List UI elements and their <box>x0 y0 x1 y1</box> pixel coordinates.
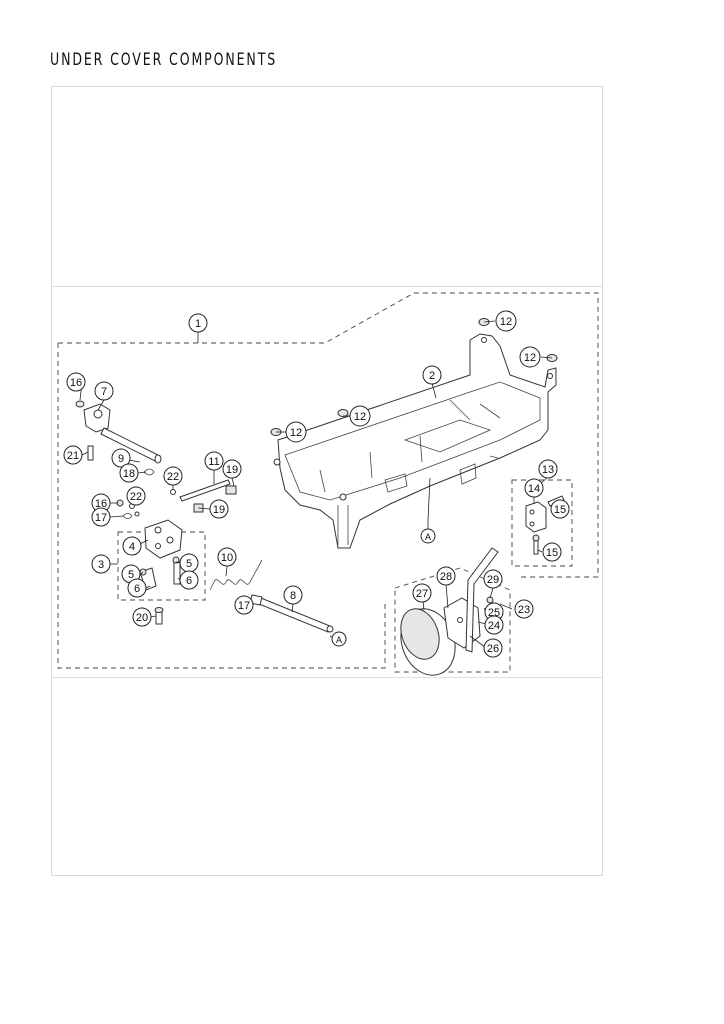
callout-8: 8 <box>283 585 303 605</box>
svg-text:29: 29 <box>487 574 499 586</box>
callout-26: 26 <box>483 638 503 658</box>
callout-13: 13 <box>538 459 558 479</box>
svg-text:14: 14 <box>528 483 540 495</box>
knee-lifter-rod-28 <box>465 547 499 653</box>
svg-text:10: 10 <box>221 552 233 564</box>
svg-text:A: A <box>336 635 342 645</box>
callout-6b: 6 <box>179 570 199 590</box>
callout-9: 9 <box>111 448 131 468</box>
callout-2: 2 <box>422 365 442 385</box>
callout-15b: 15 <box>542 542 562 562</box>
callout-21: 21 <box>63 445 83 465</box>
callout-23: 23 <box>514 599 534 619</box>
callout-10: 10 <box>217 547 237 567</box>
callout-12d: 12 <box>285 421 307 443</box>
callout-19b: 19 <box>209 499 229 519</box>
callout-5b: 5 <box>179 553 199 573</box>
svg-text:26: 26 <box>487 643 499 655</box>
svg-text:16: 16 <box>70 377 82 389</box>
svg-text:25: 25 <box>488 607 500 619</box>
callout-3: 3 <box>91 554 111 574</box>
diagram-frame <box>51 86 603 876</box>
svg-text:6: 6 <box>134 583 140 595</box>
svg-text:17: 17 <box>238 600 250 612</box>
callout-12a: 12 <box>495 310 517 332</box>
svg-text:28: 28 <box>440 571 452 583</box>
svg-text:7: 7 <box>101 386 107 398</box>
callout-6a: 6 <box>127 578 147 598</box>
callout-7: 7 <box>94 381 114 401</box>
band-divider-top <box>52 286 602 287</box>
svg-text:8: 8 <box>290 590 296 602</box>
svg-text:12: 12 <box>524 352 536 364</box>
svg-text:11: 11 <box>208 456 219 468</box>
svg-text:5: 5 <box>186 558 192 570</box>
svg-text:4: 4 <box>129 541 135 553</box>
knee-lifter-pad-27 <box>400 608 456 676</box>
group-outline-1 <box>58 292 599 578</box>
reference-a-left: A <box>331 631 347 647</box>
callout-29: 29 <box>483 569 503 589</box>
callout-17a: 17 <box>91 507 111 527</box>
callout-25: 25 <box>484 602 504 622</box>
svg-text:17: 17 <box>95 512 107 524</box>
svg-text:24: 24 <box>488 620 500 632</box>
callout-22a: 22 <box>163 466 183 486</box>
callout-28: 28 <box>436 566 456 586</box>
svg-text:2: 2 <box>429 370 435 382</box>
spring-10 <box>209 559 263 591</box>
callout-4: 4 <box>122 536 142 556</box>
callout-27: 27 <box>412 583 432 603</box>
page-title: UNDER COVER COMPONENTS <box>50 50 278 70</box>
band-divider-bottom <box>52 677 602 678</box>
group-outline-13 <box>511 479 573 567</box>
bracket-7-assembly <box>75 400 111 461</box>
svg-text:23: 23 <box>518 604 530 616</box>
svg-text:16: 16 <box>95 498 107 510</box>
callout-14: 14 <box>524 478 544 498</box>
svg-text:15: 15 <box>554 504 566 516</box>
callout-12b: 12 <box>519 346 541 368</box>
svg-text:21: 21 <box>67 450 79 462</box>
svg-text:1: 1 <box>195 318 201 330</box>
svg-text:19: 19 <box>226 464 238 476</box>
svg-text:9: 9 <box>118 453 124 465</box>
svg-text:12: 12 <box>500 316 512 328</box>
callout-18: 18 <box>119 463 139 483</box>
svg-text:19: 19 <box>213 504 225 516</box>
clip-18 <box>143 468 155 476</box>
callout-11: 11 <box>204 451 224 471</box>
svg-text:22: 22 <box>130 491 142 503</box>
svg-text:12: 12 <box>290 427 302 439</box>
svg-text:15: 15 <box>546 547 558 559</box>
callout-16a: 16 <box>66 372 86 392</box>
svg-text:22: 22 <box>167 471 179 483</box>
callout-15a: 15 <box>550 499 570 519</box>
callout-17b: 17 <box>234 595 254 615</box>
under-cover-tray <box>273 333 557 549</box>
svg-text:5: 5 <box>128 569 134 581</box>
svg-text:18: 18 <box>123 468 135 480</box>
shaft-9 <box>100 427 162 464</box>
svg-text:27: 27 <box>416 588 428 600</box>
bracket-14 <box>525 495 565 555</box>
svg-text:12: 12 <box>354 411 366 423</box>
callout-1: 1 <box>188 313 208 333</box>
callout-12c: 12 <box>349 405 371 427</box>
lever-plate-4 <box>139 519 183 625</box>
callout-22b: 22 <box>126 486 146 506</box>
svg-text:13: 13 <box>542 464 554 476</box>
svg-text:20: 20 <box>136 612 148 624</box>
callout-19a: 19 <box>222 459 242 479</box>
callout-20: 20 <box>132 607 152 627</box>
callout-16b: 16 <box>91 493 111 513</box>
reference-a-center: A <box>420 528 436 544</box>
svg-text:A: A <box>425 532 431 542</box>
group-outline-1-lower <box>57 343 386 669</box>
svg-text:6: 6 <box>186 575 192 587</box>
svg-text:3: 3 <box>98 559 104 571</box>
callout-24: 24 <box>484 615 504 635</box>
